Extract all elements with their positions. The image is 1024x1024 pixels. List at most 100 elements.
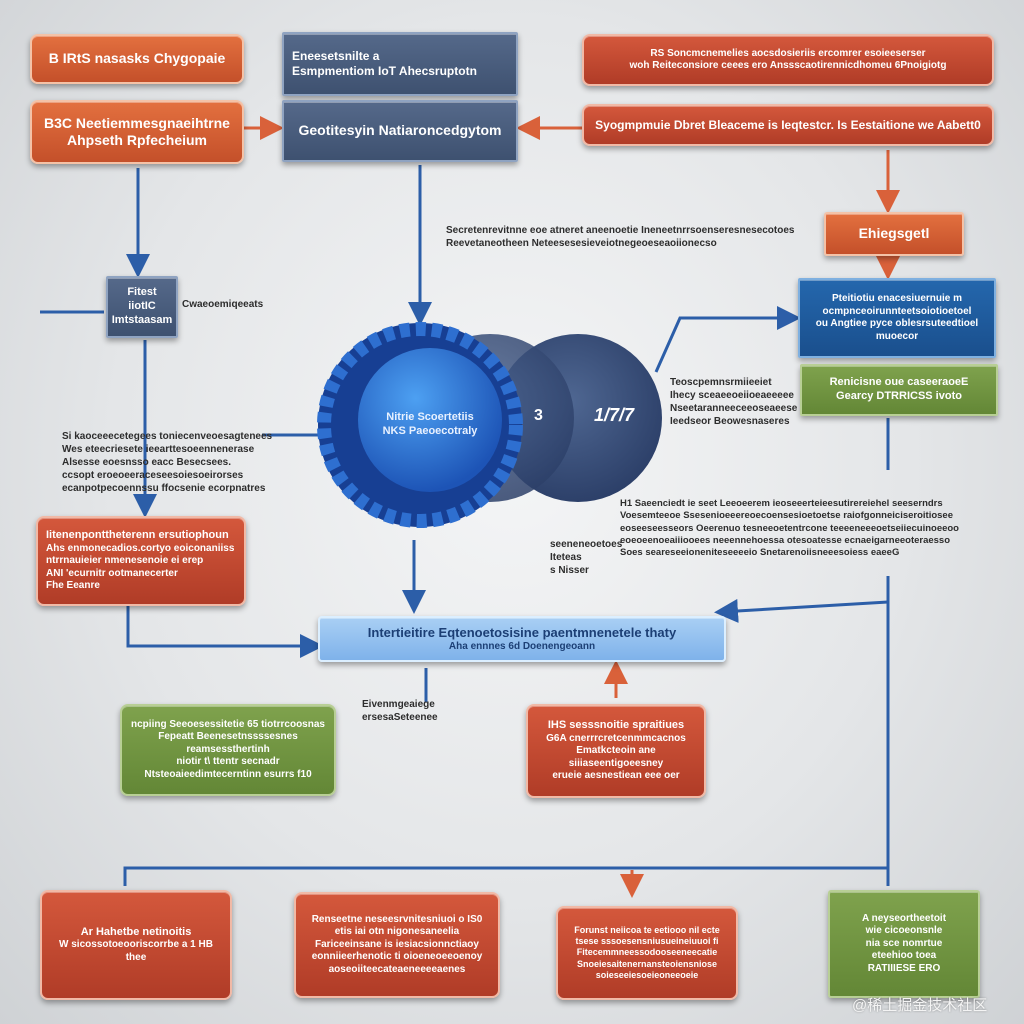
- bottom-box-1-line-2: W sicossotoeooriscorrbe a 1 HB: [59, 939, 213, 951]
- right-blue-box-line-1: Pteitiotiu enacesiuernuie m: [831, 293, 963, 304]
- circle-number-2: 1/7/7: [594, 404, 634, 427]
- right-green-box: Renicisne oue caseeraoeE Gearcy DTRRICSS…: [800, 364, 998, 416]
- center-red-box-line-2: G6A cnerrrcretcenmmcacnos: [546, 732, 686, 744]
- note-right-lower: H1 Saeenciedt ie seet Leeoeerem ieoseeer…: [620, 498, 959, 560]
- top-center-box-1-line-1: Eneesetsnilte a: [292, 49, 380, 63]
- top-center-box-1-line-2: Esmpmentiom IoT Ahecsruptotn: [292, 64, 477, 78]
- note-left-mid-line-5: ecanpotpecoennssu ffocsenie ecorpnatres: [62, 483, 266, 494]
- note-right-lower-line-5: Soes seareseeioneniteseeeeio Snetarenoii…: [620, 547, 900, 559]
- note-right-mid-line-2: Ihecy sceaeeoeiioeaeeeee: [670, 390, 794, 401]
- note-center-left-small-line-3: s Nisser: [550, 565, 589, 576]
- left-navy-box-line-1: Fitest iiotIC: [127, 286, 157, 313]
- left-red-box-line-2: Ahs enmonecadios.cortyo eoiconaniiss: [46, 542, 235, 554]
- top-right-box-1-line-1: RS Soncmcnemelies aocsdosieriis ercomrer…: [650, 47, 926, 59]
- right-orange-box: Ehiegsgetl: [824, 212, 964, 256]
- bottom-green-box-line-5: RATIIIESE ERO: [867, 962, 941, 974]
- top-right-box-1-line-2: woh Reiteconsiore ceees ero Anssscaotire…: [629, 60, 947, 71]
- top-center-box-2: Geotitesyin Natiaroncedgytom: [282, 100, 518, 162]
- bottom-green-box-line-3: nia sce nomrtue: [865, 937, 943, 949]
- note-left-mid-line-1: Si kaoceeecetegees toniecenveoesagtenees: [62, 431, 273, 442]
- bottom-box-2-line-5: aoseoiiteecateaeneeeeaenes: [328, 963, 466, 975]
- note-left-mid-line-4: ccsopt eroeoeeraceseesoiesoeirorses: [62, 470, 244, 481]
- center-red-box-line-3: Ematkcteoin ane siiiaseentigoeesney: [568, 745, 664, 769]
- bottom-box-2: Renseetne neseesrvnitesniuoi o IS0 etis …: [294, 892, 500, 998]
- right-blue-box: Pteitiotiu enacesiuernuie m ocmpnceoirun…: [798, 278, 996, 358]
- circle-label: Nitrie Scoertetiis NKS Paeoecotraly: [370, 410, 490, 439]
- bottom-green-box-line-2: wie cicoeonsnle: [865, 925, 943, 937]
- note-right-mid: Teoscpemnsrmiieeiet Ihecy sceaeeoeiioeae…: [670, 376, 797, 428]
- left-green-box: ncpiing Seeoesessitetie 65 tiotrrcoosnas…: [120, 704, 336, 796]
- note-center-below-sky-line-1: Eivenmgeaiege: [362, 699, 435, 710]
- top-right-box-1: RS Soncmcnemelies aocsdosieriis ercomrer…: [582, 34, 994, 86]
- top-left-box-1: B IRtS nasasks Chygopaie: [30, 34, 244, 84]
- bottom-box-3-line-1: Forunst neiicoa te eetiooo nil ecte: [574, 924, 720, 935]
- bottom-box-3-line-2: tsese sssoesensniusueineiuuoi fi: [575, 936, 719, 947]
- bottom-green-box: A neyseortheetoit wie cicoeonsnle nia sc…: [828, 890, 980, 998]
- note-right-lower-line-1: H1 Saeenciedt ie seet Leeoeerem ieoseeer…: [620, 498, 943, 509]
- center-sky-box-line-2: Aha ennnes 6d Doenengeoann: [448, 640, 596, 652]
- left-red-box: Iitenenponttheterenn ersutiophoun Ahs en…: [36, 516, 246, 606]
- watermark: @稀土掘金技术社区: [852, 996, 987, 1016]
- note-center-left-small: seeneneoetoes Iteteas s Nisser: [550, 538, 622, 577]
- note-left-mid: Si kaoceeecetegees toniecenveoesagtenees…: [62, 430, 272, 495]
- top-right-box-2: Syogmpmuie Dbret Bleaceme is Ieqtestcr. …: [582, 104, 994, 146]
- bottom-box-1-line-1: Ar Hahetbe netinoitis: [80, 925, 192, 938]
- top-left-box-2-line-2: Ahpseth Rpfecheium: [66, 132, 207, 148]
- right-green-box-line-2: Gearcy DTRRICSS ivoto: [836, 390, 962, 402]
- right-orange-box-label: Ehiegsgetl: [858, 225, 930, 242]
- right-blue-box-line-3: ou Angtiee pyce oblesrsuteedtioel: [815, 318, 979, 329]
- left-green-box-line-4: Ntsteoaieedimtecerntinn esurrs f10: [144, 768, 312, 780]
- note-right-lower-line-3: eoseeseesseors Oeerenuo tesneeoetentrcon…: [620, 522, 959, 534]
- center-red-box-line-4: erueie aesnestiean eee oer: [552, 770, 680, 782]
- right-blue-box-line-4: muoecor: [875, 330, 919, 342]
- left-navy-box-line-2: Imtstaasam: [111, 313, 173, 326]
- note-left-navy-side-text: Cwaeoemiqeeats: [182, 299, 264, 310]
- bottom-box-3-line-4: Snoeiesaitenernansteoiensniose: [576, 958, 718, 969]
- note-right-lower-line-4: eoeoeenoeaiiiooees neeennehoessa otesoat…: [620, 535, 951, 547]
- center-sky-box-line-1: Intertieitire Eqtenoetosisine paentmnene…: [367, 624, 677, 640]
- note-right-mid-line-3: Nseetaranneeceeoseaeese: [670, 403, 798, 414]
- top-center-box-2-label: Geotitesyin Natiaroncedgytom: [298, 122, 502, 139]
- note-top-mid-line-1: Secretenrevitnne eoe atneret aneenoetie …: [446, 225, 795, 236]
- top-left-box-2: B3C Neetiemmesgnaeihtrne Ahpseth Rpfeche…: [30, 100, 244, 164]
- circle-label-line-1: Nitrie Scoertetiis: [386, 411, 474, 423]
- bottom-box-3-line-5: soieseeiesoeieoneeoeie: [595, 969, 699, 980]
- note-center-left-small-line-1: seeneneoetoes: [550, 539, 623, 550]
- right-blue-box-line-2: ocmpnceoirunnteetsoiotioetoel: [822, 305, 972, 317]
- circle-label-line-2: NKS Paeoecotraly: [382, 425, 478, 438]
- note-center-left-small-line-2: Iteteas: [550, 552, 582, 563]
- bottom-green-box-line-1: A neyseortheetoit: [861, 912, 947, 924]
- note-top-mid-line-2: Reevetaneotheen Neteesesesieveiotnegeoes…: [446, 238, 717, 249]
- note-right-lower-line-2: Voesemteeoe Ssesenioeeereoecoensesioetoe…: [620, 510, 953, 522]
- center-red-box-line-1: IHS sesssnoitie spraitiues: [547, 719, 685, 732]
- note-left-mid-line-2: Wes eteecriesete ieearttesoeennenerase: [62, 444, 255, 455]
- left-green-box-line-2: Fepeatt Beenesetnssssesnes reamsessthert…: [158, 731, 298, 755]
- bottom-box-1-line-3: thee: [125, 951, 147, 963]
- left-navy-box: Fitest iiotIC Imtstaasam: [106, 276, 178, 338]
- bottom-green-box-line-4: eteehioo toea: [871, 950, 937, 962]
- left-red-box-line-5: Fhe Eeanre: [46, 580, 100, 592]
- note-left-mid-line-3: Alsesse eoesnsso eacc Besecsees.: [62, 457, 232, 468]
- circle-number-2-text: 1/7/7: [594, 405, 635, 425]
- center-red-box: IHS sesssnoitie spraitiues G6A cnerrrcre…: [526, 704, 706, 798]
- central-circle-group: [317, 322, 662, 528]
- note-top-mid: Secretenrevitnne eoe atneret aneenoetie …: [446, 224, 794, 250]
- circle-number-1-text: 3: [534, 407, 543, 424]
- note-left-navy-side: Cwaeoemiqeeats: [182, 298, 263, 311]
- circle-number-1: 3: [534, 406, 543, 427]
- left-green-box-line-3: niotir t\ ttentr secnadr: [176, 756, 280, 768]
- left-red-box-line-1: Iitenenponttheterenn ersutiophoun: [46, 529, 229, 542]
- bottom-box-3-line-3: Fitecemmneessodooseeneecatie: [576, 947, 718, 958]
- left-red-box-line-3: ntrrnauieier nmenesenoie ei erep: [46, 555, 204, 567]
- note-center-below-sky-line-2: ersesaSeteenee: [362, 712, 438, 723]
- bottom-box-2-line-3: Fariceeinsane is iesiacsionnctiaoy: [315, 938, 479, 950]
- watermark-text: @稀土掘金技术社区: [852, 997, 988, 1014]
- note-right-mid-line-4: Ieedseor Beowesnaseres: [670, 416, 790, 427]
- top-center-box-1: Eneesetsnilte a Esmpmentiom IoT Ahecsrup…: [282, 32, 518, 96]
- top-left-box-1-label: B IRtS nasasks Chygopaie: [48, 50, 226, 67]
- bottom-box-2-line-1: Renseetne neseesrvnitesniuoi o IS0: [311, 913, 483, 925]
- right-green-box-line-1: Renicisne oue caseeraoeE: [829, 376, 969, 389]
- top-right-box-2-label: Syogmpmuie Dbret Bleaceme is Ieqtestcr. …: [595, 117, 981, 132]
- bottom-box-2-line-2: etis iai otn nigonesaneelia: [334, 926, 460, 938]
